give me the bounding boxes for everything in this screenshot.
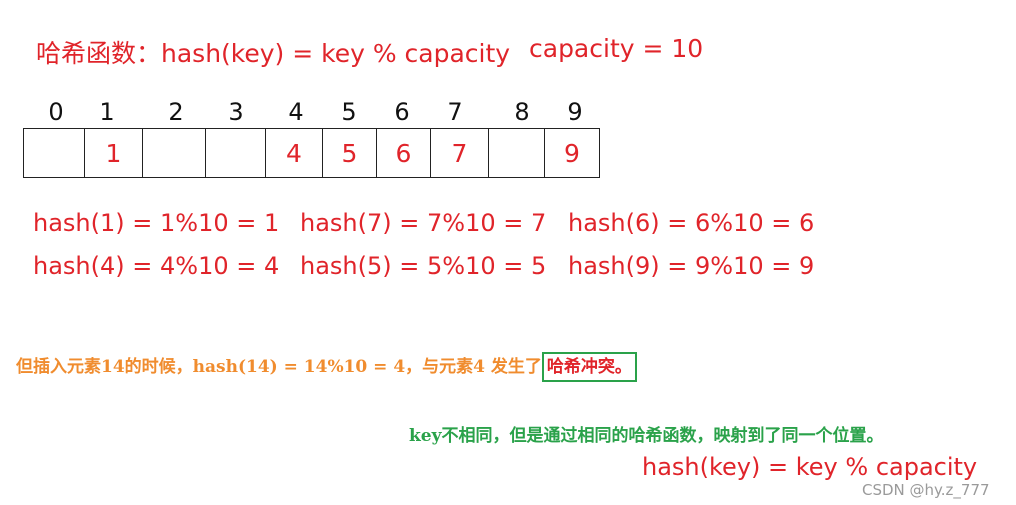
- hash-formula: hash(key) = key % capacity: [642, 453, 978, 481]
- hash-table-cell: 7: [430, 128, 489, 178]
- hash-equation: hash(5) = 5%10 = 5: [300, 252, 547, 280]
- hash-table-cell: [23, 128, 85, 178]
- collision-note-text: 但插入元素14的时候，hash(14) = 14%10 = 4，与元素4 发生了: [16, 357, 542, 377]
- collision-note: 但插入元素14的时候，hash(14) = 14%10 = 4，与元素4 发生了…: [16, 352, 637, 382]
- explanation-note: key不相同，但是通过相同的哈希函数，映射到了同一个位置。: [409, 426, 884, 446]
- hash-equation: hash(4) = 4%10 = 4: [33, 252, 280, 280]
- watermark: CSDN @hy.z_777: [862, 481, 990, 499]
- hash-table-cell: [205, 128, 266, 178]
- hash-equation: hash(9) = 9%10 = 9: [568, 252, 815, 280]
- hash-table-cell: 1: [84, 128, 143, 178]
- index-label: 2: [168, 98, 184, 126]
- hash-table-cell: 4: [265, 128, 323, 178]
- hash-table-cell: 5: [322, 128, 377, 178]
- hash-table-cell: [142, 128, 206, 178]
- index-label: 5: [341, 98, 357, 126]
- hash-equation: hash(1) = 1%10 = 1: [33, 209, 280, 237]
- index-label: 7: [447, 98, 463, 126]
- hash-function-title: 哈希函数：hash(key) = key % capacity: [36, 39, 511, 68]
- index-label: 0: [48, 98, 64, 126]
- hash-collision-highlight: 哈希冲突。: [541, 352, 637, 382]
- hash-equation: hash(6) = 6%10 = 6: [568, 209, 815, 237]
- index-label: 6: [394, 98, 410, 126]
- index-label: 9: [567, 98, 583, 126]
- index-label: 3: [228, 98, 244, 126]
- hash-table-cell: 9: [544, 128, 600, 178]
- index-label: 4: [288, 98, 304, 126]
- hash-table-cell: [488, 128, 545, 178]
- hash-equation: hash(7) = 7%10 = 7: [300, 209, 547, 237]
- index-label: 8: [514, 98, 530, 126]
- hash-table-cell: 6: [376, 128, 431, 178]
- index-label: 1: [99, 98, 115, 126]
- capacity-label: capacity = 10: [529, 34, 704, 63]
